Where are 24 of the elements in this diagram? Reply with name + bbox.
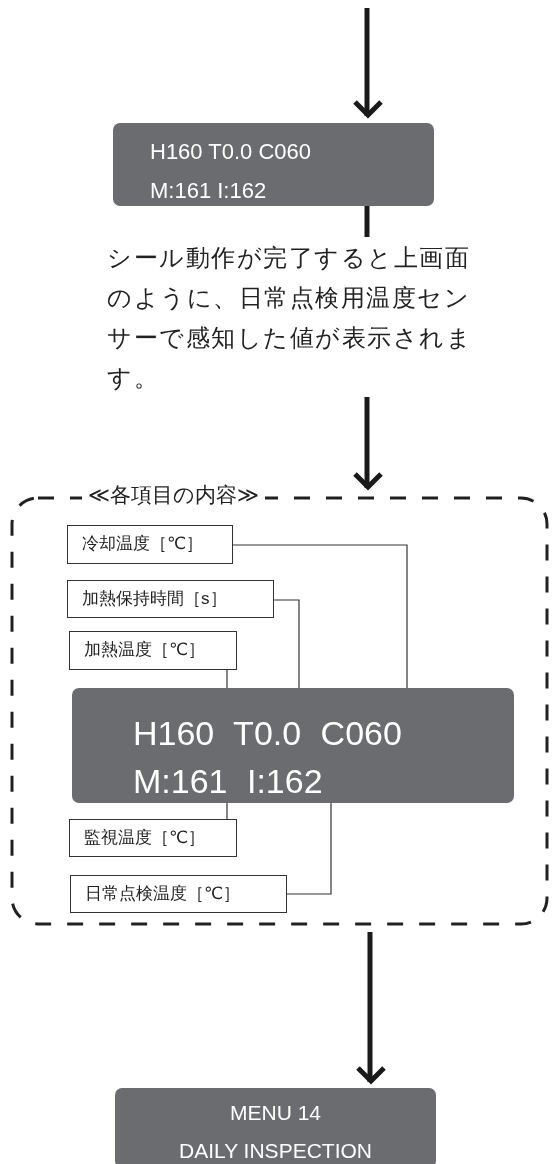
label-box: 監視温度［℃］ <box>69 819 237 857</box>
label-box: 日常点検温度［℃］ <box>70 875 287 913</box>
leader-line <box>226 669 228 689</box>
display-text: M:161 I:162 <box>133 761 323 802</box>
display-text: H160 T0.0 C060 <box>133 713 402 754</box>
label-box: 加熱温度［℃］ <box>69 631 237 670</box>
display-text: MENU 14 <box>229 1100 322 1126</box>
arrow <box>352 397 384 490</box>
arrow <box>355 932 387 1084</box>
leader-line <box>226 802 228 820</box>
connector-line <box>364 206 370 237</box>
lcd-screen <box>72 688 514 803</box>
arrow <box>352 8 384 118</box>
lcd-screen <box>115 1088 436 1164</box>
leader-line <box>232 544 408 689</box>
leader-line <box>273 599 300 689</box>
display-text: DAILY INSPECTION <box>178 1138 373 1164</box>
display-text: M:161 I:162 <box>150 177 267 205</box>
label-box: 冷却温度［℃］ <box>67 525 233 564</box>
lcd-screen <box>113 123 434 206</box>
display-text: H160 T0.0 C060 <box>150 138 312 166</box>
description-text: シール動作が完了すると上画面のように、日常点検用温度センサーで感知した値が表示されます。 <box>107 238 482 398</box>
leader-line <box>286 802 332 895</box>
label-box: 加熱保持時間［s］ <box>67 580 274 618</box>
